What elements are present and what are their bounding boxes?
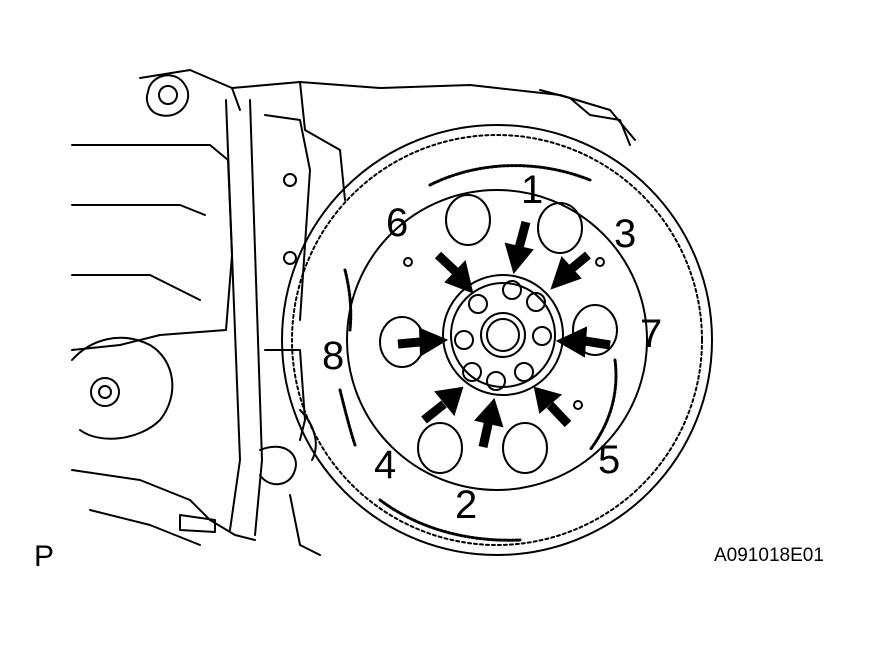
arrow-bolt-5 [533, 386, 572, 428]
arrow-bolt-6 [434, 251, 474, 294]
arrow-bolt-1 [504, 220, 534, 275]
callout-6: 6 [386, 201, 409, 245]
arrow-bolt-4 [421, 386, 464, 424]
arrow-bolt-8 [397, 327, 449, 357]
arrow-bolt-3 [550, 251, 591, 290]
flywheel [281, 124, 713, 556]
arrow-bolt-7 [555, 326, 611, 358]
view-letter: P [34, 540, 55, 573]
callout-8: 8 [322, 334, 345, 378]
flywheel-bolts [454, 280, 552, 391]
engine-block-outline [71, 69, 636, 556]
callout-4: 4 [374, 443, 397, 487]
callout-3: 3 [614, 212, 637, 256]
bolt-arrows [397, 220, 611, 448]
callout-1: 1 [521, 168, 544, 212]
callout-2: 2 [455, 483, 478, 527]
callout-7: 7 [640, 312, 663, 356]
callout-5: 5 [598, 438, 621, 482]
figure-code: A091018E01 [714, 545, 824, 566]
arrow-bolt-2 [474, 398, 504, 448]
